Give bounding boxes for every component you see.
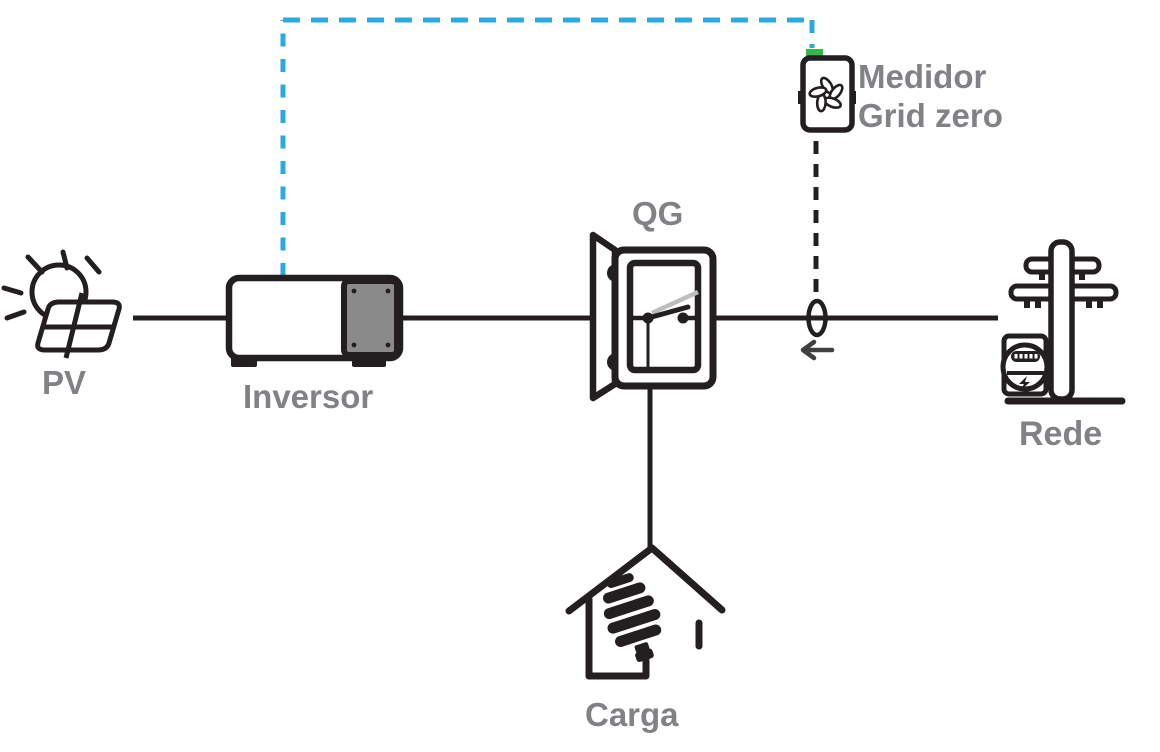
qg-switch [630,289,699,369]
qg-switch-ghost-lever [651,289,699,316]
fan-icon [808,76,844,113]
flow-arrow-icon [800,339,835,361]
load-label: Carga [585,696,679,733]
grid-label: Rede [1019,415,1103,453]
grid-zero-meter-icon [798,49,856,133]
cfl-bulb-icon [603,573,662,663]
sun-rays [1,249,102,321]
qg-icon [589,231,717,402]
meter-led [806,49,823,58]
pv-label: PV [42,364,87,401]
inverter-icon [225,274,404,367]
qg-label: QG [632,195,684,232]
meter-label-line2: Grid zero [858,96,1003,134]
inverter-meter-comm-wire [280,17,815,276]
ct-ring-icon [806,298,828,338]
inverter-screws [351,288,391,348]
house-roof [565,544,726,615]
pole-mast [1048,239,1075,402]
load-house-icon [565,544,726,680]
meter-label-line1: Medidor [858,58,987,95]
grid-energy-meter [1000,333,1050,397]
house-floor [585,656,650,680]
meter-label: Medidor Grid zero [858,58,1003,136]
inverter-side-panel [341,278,400,358]
pv-icon [1,249,122,359]
inverter-label: Inversor [243,378,374,415]
meter-display-dots [1014,354,1038,359]
grid-pole-icon [1000,239,1126,405]
lightning-bolt-icon [1019,376,1030,391]
